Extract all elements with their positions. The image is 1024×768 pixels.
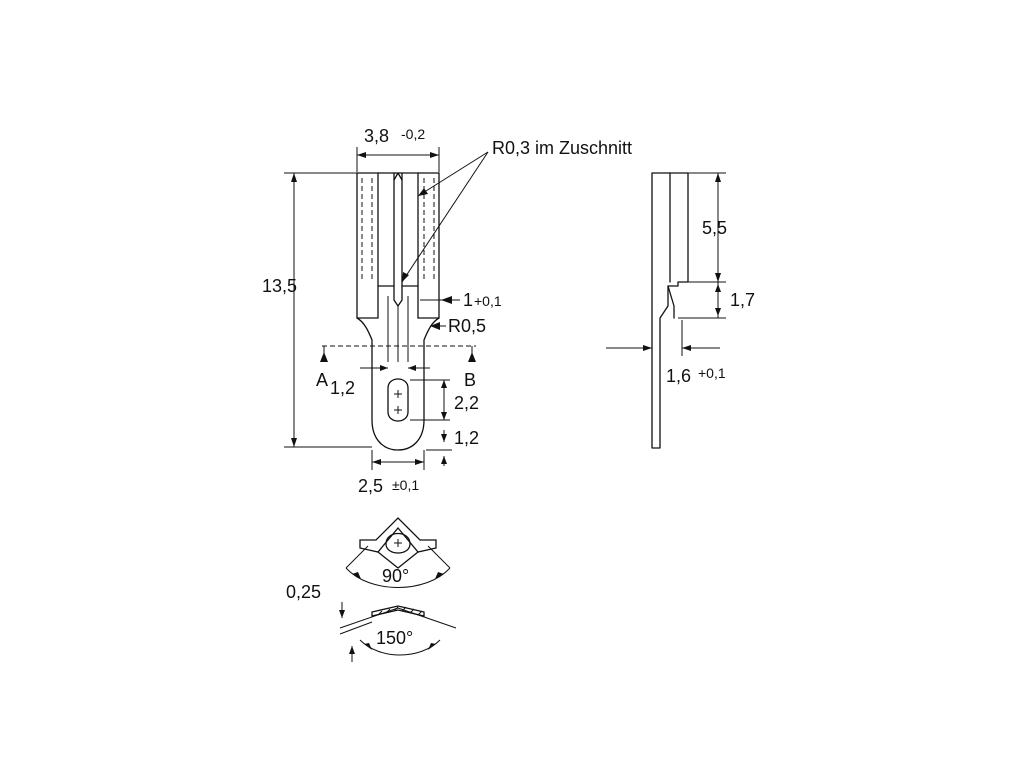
side-view [606, 172, 726, 449]
label-height-total: 13,5 [262, 276, 297, 296]
label-thickness: 0,25 [286, 582, 321, 602]
label-angle-150: 150° [376, 628, 413, 648]
label-section-b: B [464, 370, 476, 390]
label-neck-width: 1,2 [330, 378, 355, 398]
label-slot-width: 1 [463, 290, 473, 310]
label-angle-90: 90° [382, 566, 409, 586]
label-width-top: 3,8 [364, 126, 389, 146]
label-slot-width-tol: +0,1 [474, 293, 502, 309]
front-view [284, 147, 489, 470]
label-side-mid: 1,7 [730, 290, 755, 310]
label-tip-width-tol: ±0,1 [392, 477, 419, 493]
label-radius-note: R0,3 im Zuschnitt [492, 138, 632, 158]
label-width-top-tol: -0,2 [401, 126, 425, 142]
label-tip-width: 2,5 [358, 476, 383, 496]
label-tip-length: 1,2 [454, 428, 479, 448]
section-view-90 [345, 517, 451, 588]
section-view-150 [339, 602, 457, 662]
label-radius-inner: R0,5 [448, 316, 486, 336]
label-side-offset: 1,6 [666, 366, 691, 386]
label-side-offset-tol: +0,1 [698, 365, 726, 381]
label-section-a: A [316, 370, 328, 390]
label-hole-length: 2,2 [454, 393, 479, 413]
label-side-top: 5,5 [702, 218, 727, 238]
